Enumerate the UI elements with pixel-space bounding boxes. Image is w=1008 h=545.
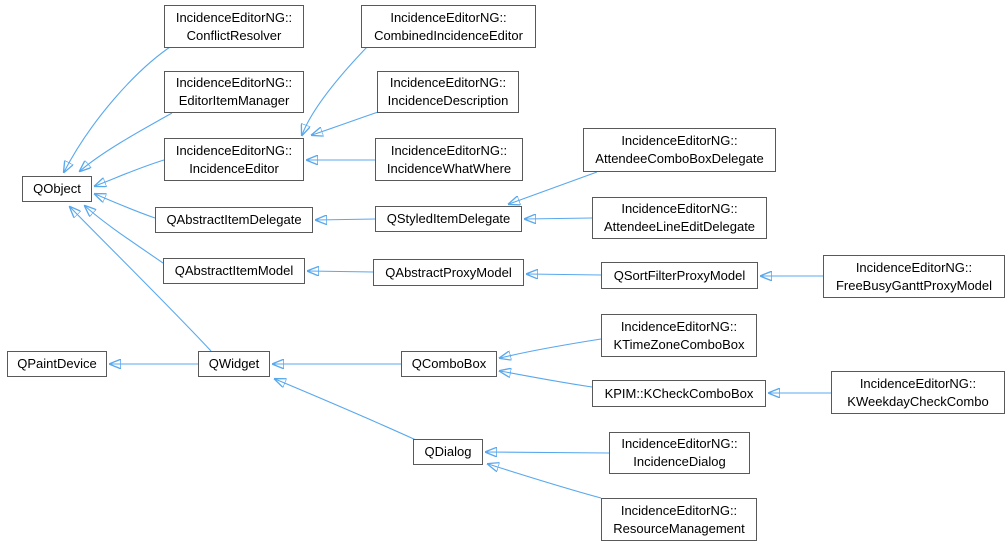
class-node-incidence-editor[interactable]: IncidenceEditorNG:: IncidenceEditor [164,138,304,181]
edge-qwidget-to-qobject [70,207,212,352]
edge-combined-incidence-editor-to-incidence-editor [302,46,368,135]
edge-incidence-dialog-to-qdialog [486,452,610,453]
class-node-qsort-filter-proxy-model[interactable]: QSortFilterProxyModel [601,262,758,289]
edge-incidence-description-to-incidence-editor [312,111,379,135]
class-node-resource-management[interactable]: IncidenceEditorNG:: ResourceManagement [601,498,757,541]
class-node-qabstract-item-model[interactable]: QAbstractItemModel [163,258,305,284]
class-node-qpaint-device[interactable]: QPaintDevice [7,351,107,377]
class-node-ktime-zone-combo-box[interactable]: IncidenceEditorNG:: KTimeZoneComboBox [601,314,757,357]
class-node-qcombo-box[interactable]: QComboBox [401,351,497,377]
class-node-kweekday-check-combo[interactable]: IncidenceEditorNG:: KWeekdayCheckCombo [831,371,1005,414]
edge-ktime-zone-combo-box-to-qcombo-box [500,338,602,358]
edge-qabstract-item-delegate-to-qobject [95,194,156,219]
class-node-free-busy-gantt-proxy-model[interactable]: IncidenceEditorNG:: FreeBusyGanttProxyMo… [823,255,1005,298]
class-node-editor-item-manager[interactable]: IncidenceEditorNG:: EditorItemManager [164,71,304,113]
edge-qdialog-to-qwidget [275,379,417,441]
class-node-combined-incidence-editor[interactable]: IncidenceEditorNG:: CombinedIncidenceEdi… [361,5,536,48]
edge-qabstract-item-model-to-qobject [85,206,164,264]
edge-kcheck-combo-box-to-qcombo-box [500,371,593,388]
class-node-qabstract-item-delegate[interactable]: QAbstractItemDelegate [155,207,313,233]
class-node-attendee-line-edit-delegate[interactable]: IncidenceEditorNG:: AttendeeLineEditDele… [592,197,767,239]
class-node-kcheck-combo-box[interactable]: KPIM::KCheckComboBox [592,380,766,407]
class-node-qstyled-item-delegate[interactable]: QStyledItemDelegate [375,206,522,232]
edge-attendee-combo-box-delegate-to-qstyled-item-delegate [509,171,598,204]
class-node-conflict-resolver[interactable]: IncidenceEditorNG:: ConflictResolver [164,5,304,48]
edge-qabstract-proxy-model-to-qabstract-item-model [308,271,374,272]
edge-conflict-resolver-to-qobject [64,44,174,172]
class-node-qdialog[interactable]: QDialog [413,439,483,465]
class-node-incidence-dialog[interactable]: IncidenceEditorNG:: IncidenceDialog [609,432,750,474]
class-node-attendee-combo-box-delegate[interactable]: IncidenceEditorNG:: AttendeeComboBoxDele… [583,128,776,172]
edge-qstyled-item-delegate-to-qabstract-item-delegate [316,219,376,220]
class-node-incidence-description[interactable]: IncidenceEditorNG:: IncidenceDescription [377,71,519,113]
edge-resource-management-to-qdialog [488,464,602,499]
class-node-qabstract-proxy-model[interactable]: QAbstractProxyModel [373,259,524,286]
edge-incidence-editor-to-qobject [95,159,165,186]
class-node-qobject[interactable]: QObject [22,176,92,202]
edge-editor-item-manager-to-qobject [80,112,173,171]
class-node-qwidget[interactable]: QWidget [198,351,270,377]
class-node-incidence-what-where[interactable]: IncidenceEditorNG:: IncidenceWhatWhere [375,138,523,181]
edge-attendee-line-edit-delegate-to-qstyled-item-delegate [525,218,593,219]
edge-qsort-filter-proxy-model-to-qabstract-proxy-model [527,274,602,275]
